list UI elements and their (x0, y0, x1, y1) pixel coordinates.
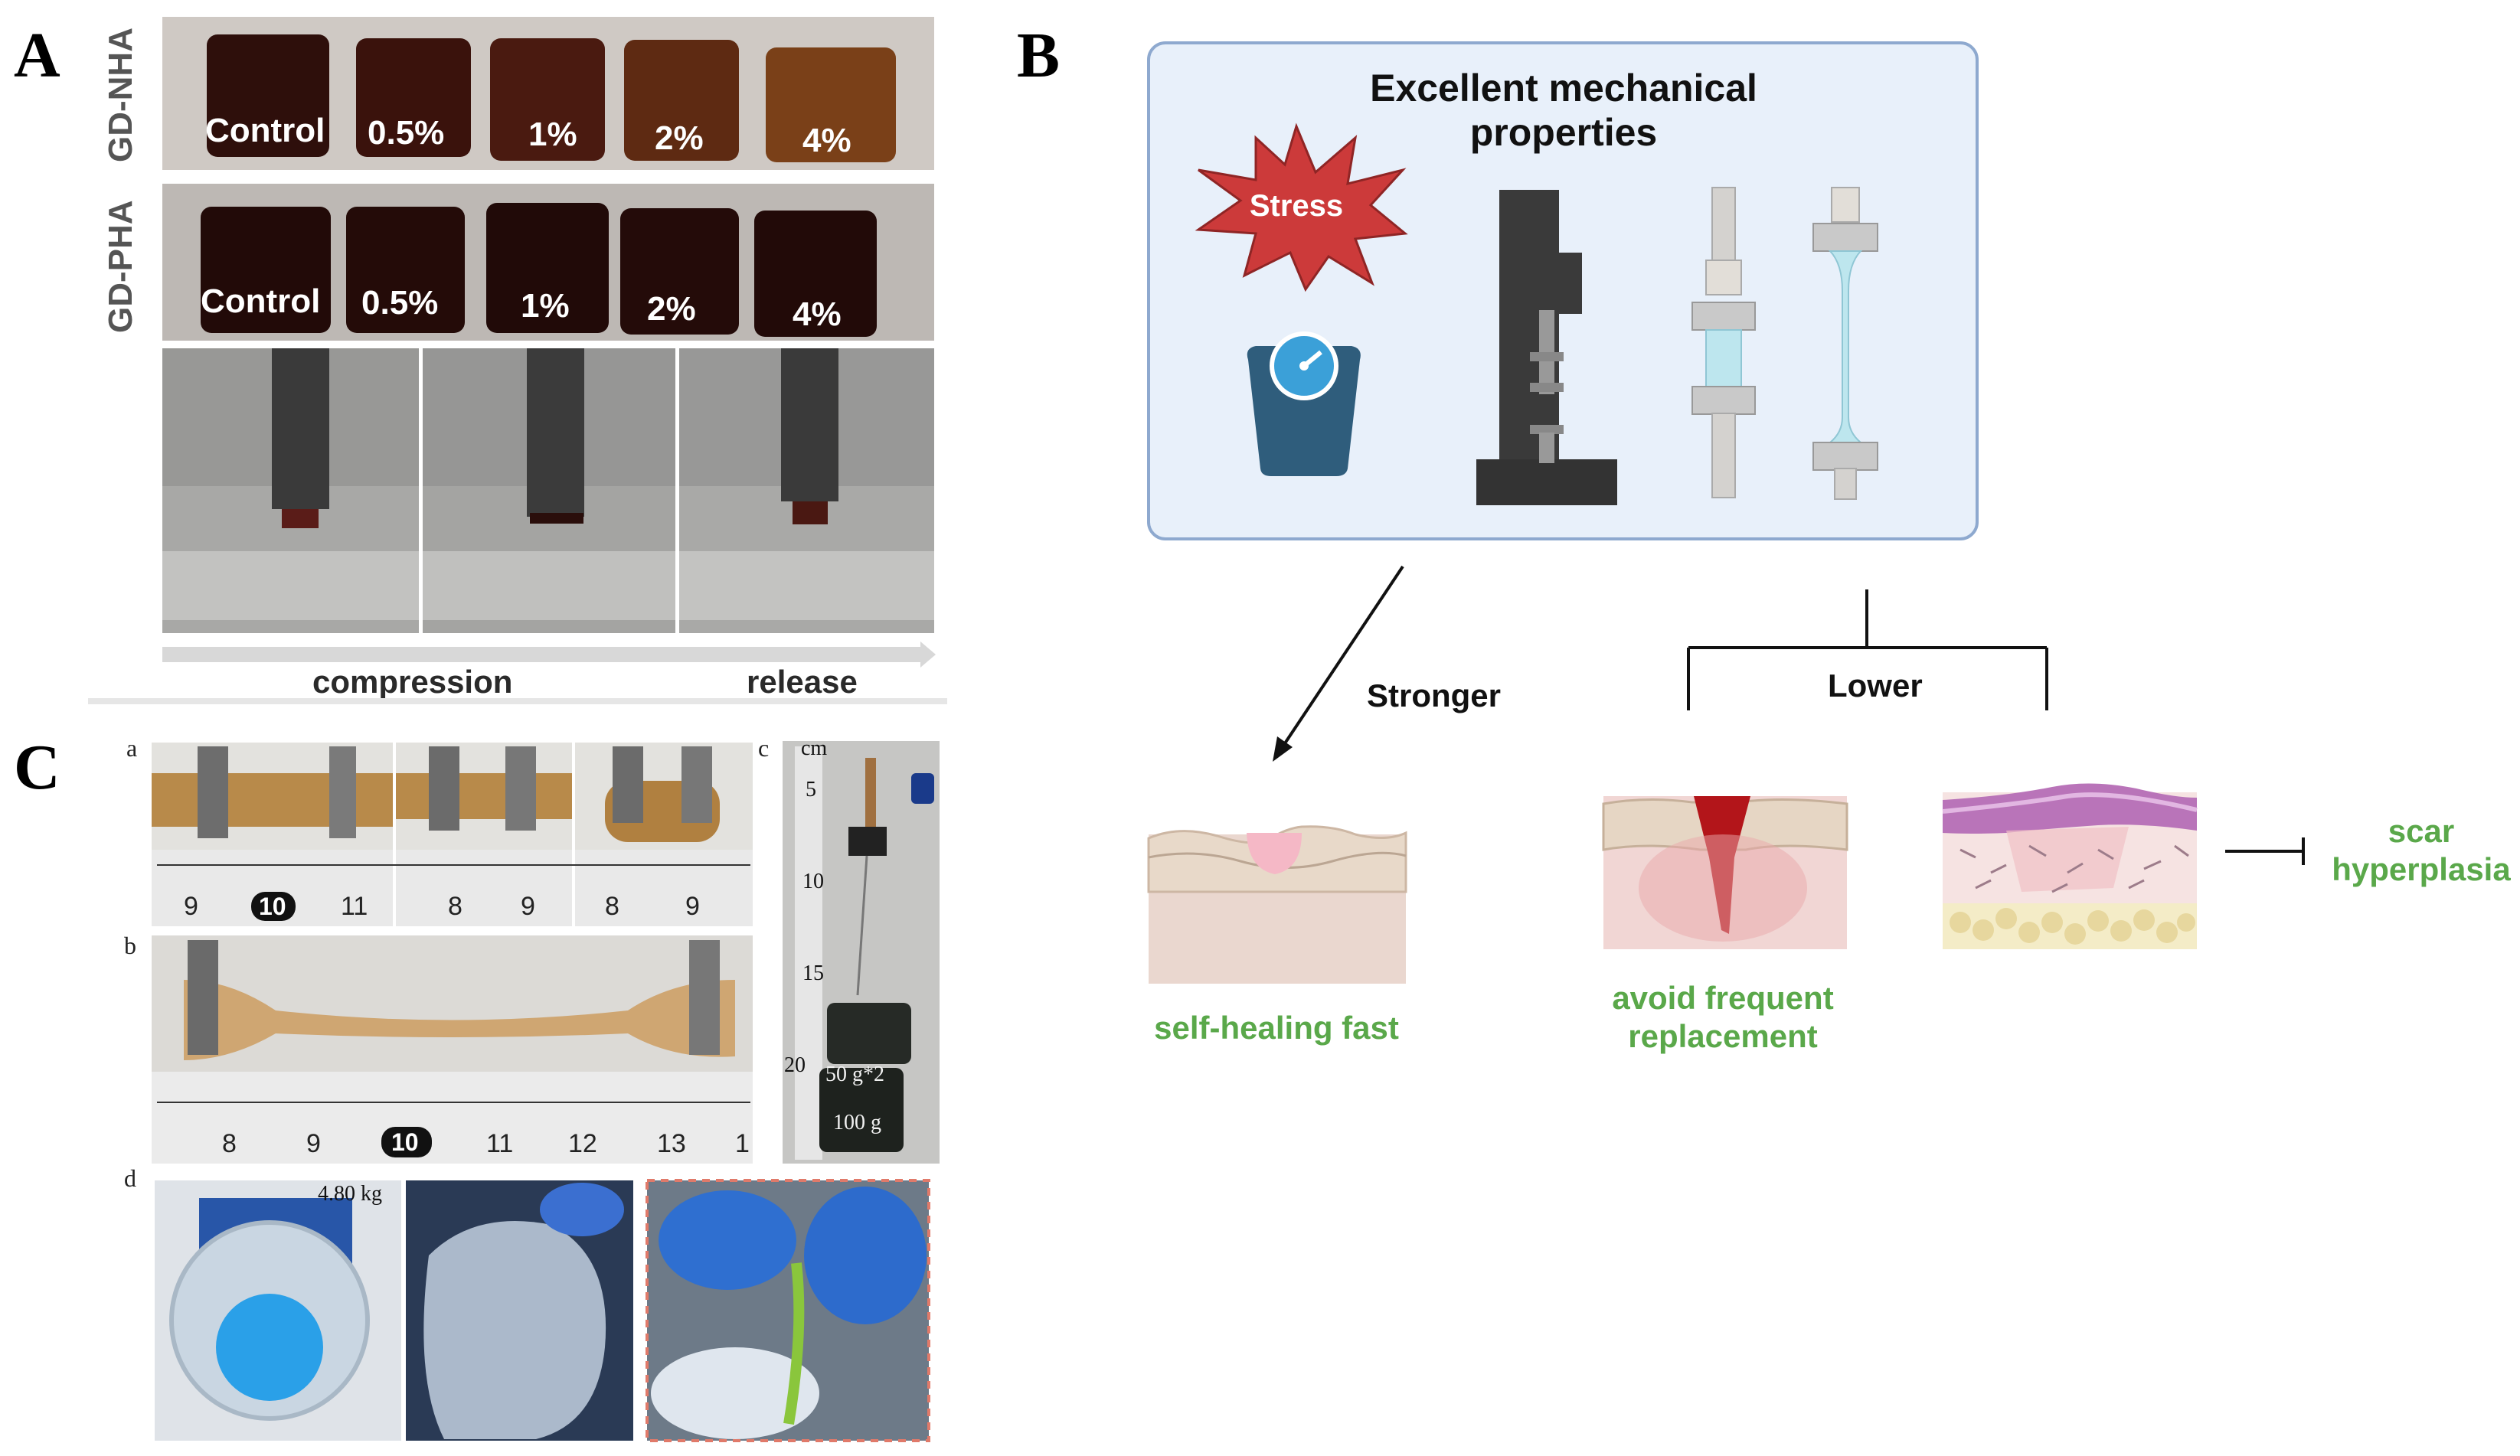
label-compression: compression (312, 664, 512, 700)
label-nha-05: 0.5% (368, 114, 444, 152)
sub-letter-b: b (124, 932, 136, 959)
ruler-b-11: 11 (486, 1129, 513, 1158)
weight-label-2: 100 g (833, 1111, 881, 1134)
ruler-b-9: 9 (306, 1129, 321, 1158)
ruler-b-1: 1 (735, 1129, 750, 1158)
properties-box: Excellent mechanical properties Stress (1147, 41, 1979, 540)
hydrogel-pha-4 (754, 211, 877, 337)
ruler-c-15: 15 (802, 961, 824, 985)
ruler-b-13: 13 (657, 1129, 686, 1158)
scar-tissue-illustration (1942, 783, 2198, 949)
ruler-b-8: 8 (222, 1129, 237, 1158)
ruler-a1-11: 11 (341, 892, 368, 921)
tensile-specimen-icon-2 (1812, 187, 1878, 500)
photo-b (152, 935, 753, 1164)
hydrogel-nha-4 (766, 47, 896, 162)
panel-letter-a: A (14, 20, 60, 91)
ruler-a3-9: 9 (685, 892, 700, 921)
weighing-scale-icon (1247, 331, 1361, 476)
ruler-c-10: 10 (802, 870, 824, 893)
ruler-a2-9: 9 (521, 892, 535, 921)
stress-starburst (1195, 122, 1408, 292)
label-pha-05: 0.5% (361, 284, 438, 322)
panel-a-divider (88, 698, 947, 704)
stronger-arrow (1273, 565, 1404, 762)
label-nha-2: 2% (655, 119, 704, 157)
label-stronger: Stronger (1367, 677, 1501, 713)
photo-a-1 (152, 743, 393, 926)
label-nha-1: 1% (528, 116, 577, 153)
lower-bracket (1687, 589, 2048, 710)
hydrogel-pha-2 (620, 208, 739, 335)
compression-arrow-bar (162, 647, 920, 662)
ruler-b-10: 10 (391, 1128, 419, 1156)
testing-machine-icon (1476, 190, 1617, 505)
tensile-specimen-icon-1 (1691, 187, 1756, 498)
panel-a-photos: Control 0.5% 1% 2% 4% GD-NHA Control 0.5… (88, 17, 947, 704)
compression-photos (162, 348, 934, 633)
ruler-c-20: 20 (784, 1053, 806, 1077)
photo-a-3 (575, 743, 753, 926)
panel-letter-b: B (1017, 20, 1060, 91)
hydrogel-nha-1 (490, 38, 605, 161)
label-avoid-line2: replacement (1628, 1018, 1817, 1054)
ruler-b-12: 12 (568, 1129, 597, 1158)
photo-d-2 (406, 1180, 633, 1441)
stress-label: Stress (1250, 189, 1343, 223)
hydrogel-pha-control (201, 207, 331, 333)
label-self-healing: self-healing fast (1154, 1010, 1399, 1046)
skin-healing-illustration (1147, 825, 1407, 984)
sub-letter-c: c (758, 734, 769, 762)
scale-reading: 4.80 kg (318, 1182, 382, 1206)
photo-c (783, 741, 940, 1164)
hydrogel-nha-control (207, 34, 329, 157)
hydrogel-pha-05 (346, 207, 465, 333)
label-lower: Lower (1828, 668, 1923, 704)
label-scar-line1: scar (2388, 813, 2454, 849)
box-title-line2: properties (1470, 111, 1658, 154)
ruler-c-cm: cm (801, 736, 827, 760)
sub-letter-a: a (126, 734, 137, 762)
label-pha-4: 4% (793, 295, 842, 333)
label-pha-1: 1% (521, 287, 570, 325)
panel-letter-c: C (14, 732, 60, 803)
side-label-gd-nha: GD-NHA (102, 28, 139, 162)
weight-label-1: 50 g*2 (825, 1063, 884, 1086)
hydrogel-nha-05 (356, 38, 471, 157)
label-nha-control: Control (205, 112, 325, 149)
skin-wound-illustration (1602, 796, 1848, 949)
ruler-a1-10: 10 (259, 893, 286, 920)
panel-c-photos: a 9 10 11 8 9 8 9 (124, 734, 940, 1442)
ruler-a2-8: 8 (448, 892, 462, 921)
compression-arrow-head (920, 641, 936, 668)
photo-d-1 (155, 1180, 401, 1441)
label-pha-2: 2% (647, 290, 696, 328)
ruler-a3-8: 8 (605, 892, 619, 921)
photo-a-2 (396, 743, 572, 926)
photo-d-3 (646, 1179, 930, 1442)
label-nha-4: 4% (802, 122, 851, 159)
label-avoid-line1: avoid frequent (1612, 980, 1833, 1016)
inhibition-arrow (2225, 837, 2305, 865)
box-title-line1: Excellent mechanical (1370, 67, 1757, 109)
label-scar-line2: hyperplasia (2332, 851, 2511, 887)
hydrogel-nha-2 (624, 40, 739, 161)
sub-letter-d: d (124, 1164, 136, 1192)
hydrogel-pha-1 (486, 203, 609, 333)
label-pha-control: Control (201, 282, 320, 320)
side-label-gd-pha: GD-PHA (102, 200, 139, 333)
ruler-c-5: 5 (806, 778, 816, 801)
label-release: release (747, 664, 858, 700)
ruler-a1-9: 9 (184, 892, 198, 921)
